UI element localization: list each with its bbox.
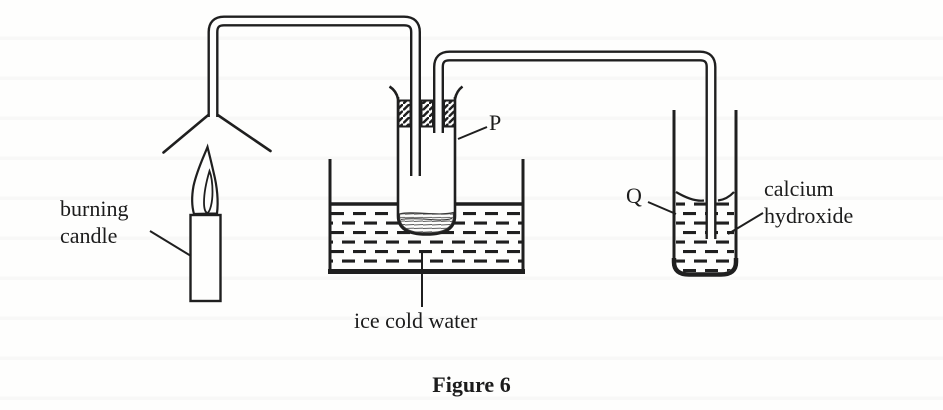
q-pointer <box>647 201 677 215</box>
funnel-cone-right <box>216 113 272 153</box>
tube-p-label: P <box>489 110 502 135</box>
flame-inner <box>203 168 214 214</box>
funnel <box>162 113 272 154</box>
test-tube-p-wall <box>396 97 457 236</box>
test-tube-p-lip-right <box>453 85 464 100</box>
tube-1-outline <box>207 15 421 176</box>
tube-q-label: Q <box>626 183 642 208</box>
stopper-segment <box>397 99 412 128</box>
burning-candle <box>189 143 222 303</box>
calcium-hydroxide-label: calcium hydroxide <box>764 176 854 228</box>
ice-cold-water-label: ice cold water <box>354 308 478 333</box>
delivery-tube-2 <box>433 50 717 241</box>
test-tube-q-bottom <box>671 258 739 277</box>
delivery-tube-1 <box>207 15 421 179</box>
stopper <box>397 99 456 128</box>
burning-candle-label: burning candle <box>60 196 129 248</box>
stopper-segment <box>420 99 434 128</box>
condensed-liquid <box>398 211 455 234</box>
test-tube-q <box>671 110 739 277</box>
pointer-lines <box>149 126 764 307</box>
stopper-segment <box>443 99 456 128</box>
tube-1-bore <box>209 17 419 179</box>
test-tube-p-lip-left <box>388 85 400 100</box>
burning-candle-pointer <box>149 230 192 257</box>
solution-meniscus-right <box>717 191 735 202</box>
funnel-cone-left <box>162 113 210 154</box>
p-pointer <box>457 126 488 140</box>
solution-meniscus-left <box>675 191 705 202</box>
figure-caption: Figure 6 <box>432 372 511 397</box>
candle-body <box>189 213 222 303</box>
calcium-hydroxide-fill <box>676 197 734 272</box>
condensed-liquid-line <box>400 218 453 221</box>
calcium-hydroxide-pointer <box>727 212 764 235</box>
tube-2-bore <box>435 52 715 241</box>
